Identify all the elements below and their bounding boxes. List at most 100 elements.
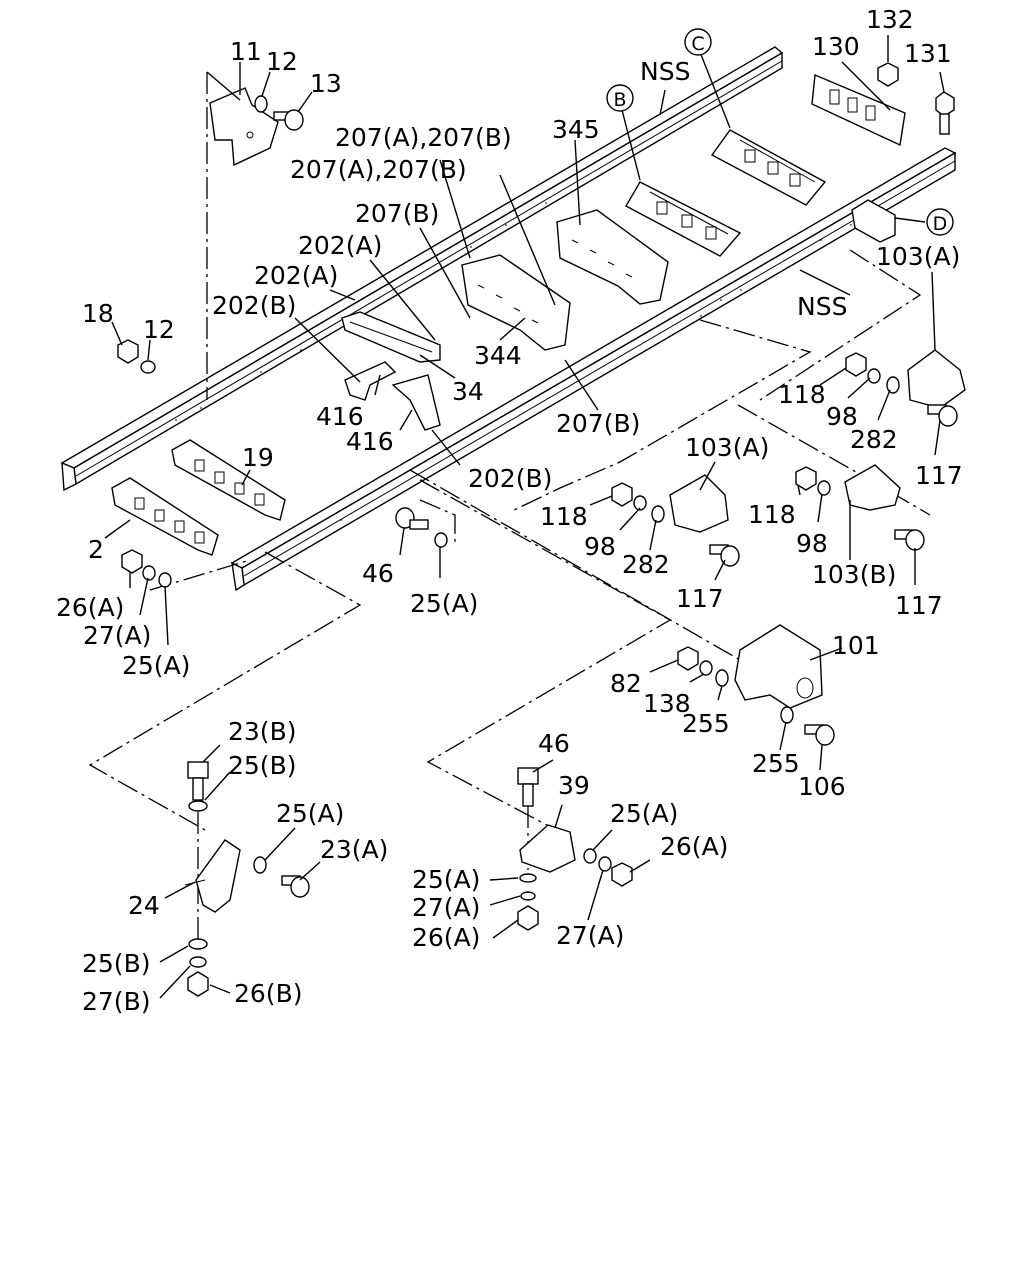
nut-26a-39-bottom — [517, 905, 539, 931]
part-label: 416 — [346, 427, 394, 456]
part-label: 27(A) — [412, 893, 480, 922]
part-label: 207(A),207(B) — [335, 123, 512, 152]
part-label: 27(A) — [556, 921, 624, 950]
part-label: 98 — [584, 532, 616, 561]
part-label: NSS — [797, 292, 847, 321]
washer-27a-left — [142, 565, 156, 581]
part-label: 103(A) — [685, 433, 769, 462]
bracket-416-b — [391, 374, 441, 431]
washer-27a-39-bottom — [520, 891, 536, 901]
part-label: 132 — [866, 5, 914, 34]
part-label: 26(A) — [56, 593, 124, 622]
part-label: NSS — [640, 57, 690, 86]
callout-b-text: B — [613, 89, 626, 111]
part-label: 345 — [552, 115, 600, 144]
bolt-117-a — [927, 404, 958, 427]
bracket-103a-mid — [669, 474, 729, 533]
part-label: 255 — [682, 709, 730, 738]
part-label: 131 — [904, 39, 952, 68]
nut-26a-left — [121, 549, 143, 574]
bracket-103a-right — [907, 349, 966, 409]
nut-132 — [877, 62, 899, 87]
cross-member-c — [710, 129, 827, 206]
part-label: 118 — [778, 380, 826, 409]
frame-side-rail-near — [230, 147, 957, 592]
part-label: 118 — [748, 500, 796, 529]
nut-82 — [677, 646, 699, 671]
bracket-101 — [734, 624, 823, 709]
part-label: 39 — [558, 771, 590, 800]
washer-25a-mid — [434, 532, 448, 548]
bolt-46-bottom — [517, 767, 539, 807]
washer-12-top — [254, 95, 268, 113]
part-label: 46 — [362, 559, 394, 588]
washer-255-a — [715, 669, 729, 687]
part-label: 282 — [622, 550, 670, 579]
callout-c: C — [684, 28, 712, 56]
part-label: 24 — [128, 891, 160, 920]
cross-member-345 — [556, 209, 669, 305]
callout-c-text: C — [691, 33, 704, 55]
part-label: 27(B) — [82, 987, 150, 1016]
part-label: 13 — [310, 69, 342, 98]
part-label: 18 — [82, 299, 114, 328]
part-label: 101 — [832, 631, 880, 660]
part-label: 416 — [316, 402, 364, 431]
washer-25a-39 — [583, 848, 597, 864]
washer-25b-top — [188, 800, 208, 812]
cross-member-202 — [341, 311, 441, 363]
nut-26b — [187, 971, 209, 997]
part-labels: 11 12 13 18 12 207(A),207(B) 207(A),207(… — [56, 5, 963, 1016]
part-label: 98 — [796, 529, 828, 558]
washer-98-c — [817, 480, 831, 496]
part-label: 25(A) — [610, 799, 678, 828]
part-label: 12 — [143, 315, 175, 344]
part-label: 117 — [676, 584, 724, 613]
bracket-416-a — [344, 361, 397, 401]
cross-member-2 — [111, 477, 219, 556]
part-label: 106 — [798, 772, 846, 801]
frame-side-rail-far — [60, 46, 784, 492]
frame-holes — [175, 202, 852, 521]
part-label: 46 — [538, 729, 570, 758]
bracket-24 — [184, 839, 241, 913]
part-label: 25(A) — [122, 651, 190, 680]
part-label: 207(A),207(B) — [290, 155, 467, 184]
bracket-11 — [209, 87, 279, 167]
part-label: 344 — [474, 341, 522, 370]
washer-12-left — [140, 360, 156, 374]
nut-118-a — [845, 352, 867, 377]
part-label: 202(B) — [212, 291, 296, 320]
washer-25a-left — [158, 572, 172, 588]
callout-b: B — [606, 84, 634, 112]
washer-138 — [699, 660, 713, 676]
part-label: 202(A) — [254, 261, 338, 290]
washer-282-a — [886, 376, 900, 394]
washer-25b-bottom — [188, 938, 208, 950]
part-label: 34 — [452, 377, 484, 406]
washer-27b — [189, 956, 207, 968]
bolt-46-top — [395, 507, 429, 530]
part-label: 25(B) — [82, 949, 150, 978]
bolt-117-c — [894, 529, 925, 551]
bolt-23b — [187, 761, 209, 801]
part-label: 26(B) — [234, 979, 302, 1008]
part-label: 23(A) — [320, 835, 388, 864]
bolt-106 — [804, 724, 835, 746]
part-label: 26(A) — [660, 832, 728, 861]
part-label: 98 — [826, 402, 858, 431]
part-label: 117 — [895, 591, 943, 620]
bolt-13 — [273, 109, 304, 131]
part-label: 82 — [610, 669, 642, 698]
bolt-23a — [281, 875, 310, 898]
part-label: 12 — [266, 47, 298, 76]
part-label: 202(B) — [468, 464, 552, 493]
part-label: 202(A) — [298, 231, 382, 260]
washer-255-b — [780, 706, 794, 724]
part-label: 255 — [752, 749, 800, 778]
nut-26a-39 — [611, 862, 633, 887]
part-label: 117 — [915, 461, 963, 490]
nut-118-c — [795, 466, 817, 491]
